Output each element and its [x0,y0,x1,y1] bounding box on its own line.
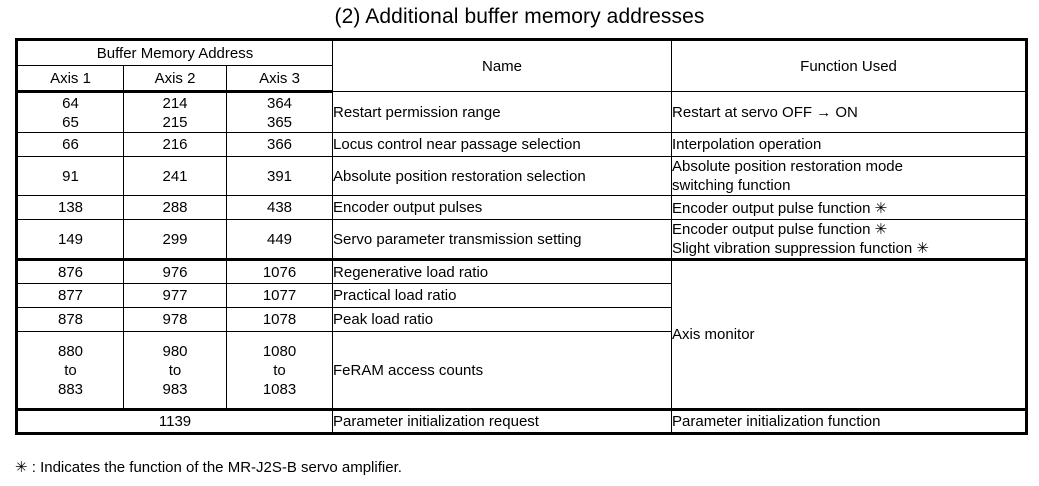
header-row-axes: Axis 1 Axis 2 Axis 3 [16,65,1027,93]
page-title: (2) Additional buffer memory addresses [334,5,705,28]
cell-axis1: 877 [16,283,124,308]
cell-axis1: 91 [16,156,124,196]
header-axis-2: Axis 2 [123,65,227,93]
cell-name: Absolute position restoration selection [332,156,673,196]
cell-axis3: 1078 [225,307,334,332]
cell-name: Servo parameter transmission setting [332,219,673,261]
header-name: Name [332,39,673,92]
table-row: 876 976 1076 Regenerative load ratio Axi… [16,259,1028,410]
cell-name: Locus control near passage selection [332,132,673,157]
cell-axis3: 449 [225,219,334,261]
header-row-group: Buffer Memory Address Name Function Used [15,39,1028,92]
cell-axis2: 241 [123,156,227,196]
cell-function: Interpolation operation [671,132,1028,157]
cell-name: Practical load ratio [332,283,673,308]
cell-axis1: 876 [16,259,124,284]
cell-axis1: 138 [16,195,124,220]
buffer-memory-address-table: Buffer Memory Address Name Function Used… [15,38,1029,435]
table-row: 138 288 438 Encoder output pulses Encode… [16,195,1028,220]
footnote-asterisk-note: ✳ : Indicates the function of the MR-J2S… [15,459,402,476]
table-row: 877 977 1077 Practical load ratio [16,283,1027,308]
cell-name: Restart permission range [332,91,673,133]
table-row: 149 299 449 Servo parameter transmission… [16,219,1028,261]
cell-function-axis-monitor: Axis monitor [671,259,1028,410]
table-header: Buffer Memory Address Name Function Used… [15,39,1028,93]
table-row: 91 241 391 Absolute position restoration… [16,156,1028,196]
cell-name: FeRAM access counts [332,331,673,410]
cell-axis-span: 1139 [15,408,334,434]
cell-axis1: 66 [16,132,124,157]
header-axis-1: Axis 1 [16,65,124,93]
cell-axis2: 288 [123,195,227,220]
cell-axis3: 1077 [225,283,334,308]
cell-axis2: 299 [123,219,227,261]
cell-axis3: 438 [225,195,334,220]
header-buffer-memory-address: Buffer Memory Address [15,39,334,66]
table-row: 1139 Parameter initialization request Pa… [15,408,1028,434]
cell-axis2: 977 [123,283,227,308]
cell-name: Peak load ratio [332,307,673,332]
cell-axis1: 149 [16,219,124,261]
table-row: 66 216 366 Locus control near passage se… [16,132,1028,157]
cell-axis2: 978 [123,307,227,332]
cell-axis3: 1076 [225,259,334,284]
cell-axis2: 216 [123,132,227,157]
cell-function: Encoder output pulse function ✳Slight vi… [671,219,1028,261]
cell-name: Parameter initialization request [332,408,673,434]
cell-axis1: 878 [16,307,124,332]
buffer-memory-address-table-wrapper: Buffer Memory Address Name Function Used… [15,38,1029,435]
cell-axis3: 391 [225,156,334,196]
cell-axis3: 366 [225,132,334,157]
cell-name: Encoder output pulses [332,195,673,220]
cell-function: Parameter initialization function [671,408,1028,434]
cell-axis2: 976 [123,259,227,284]
cell-function: Encoder output pulse function ✳ [671,195,1028,220]
cell-name: Regenerative load ratio [332,259,673,284]
table-row: 878 978 1078 Peak load ratio [16,307,1027,332]
header-axis-3: Axis 3 [225,65,334,93]
header-function-used: Function Used [671,39,1028,92]
cell-function: Restart at servo OFF → ON [671,91,1028,133]
